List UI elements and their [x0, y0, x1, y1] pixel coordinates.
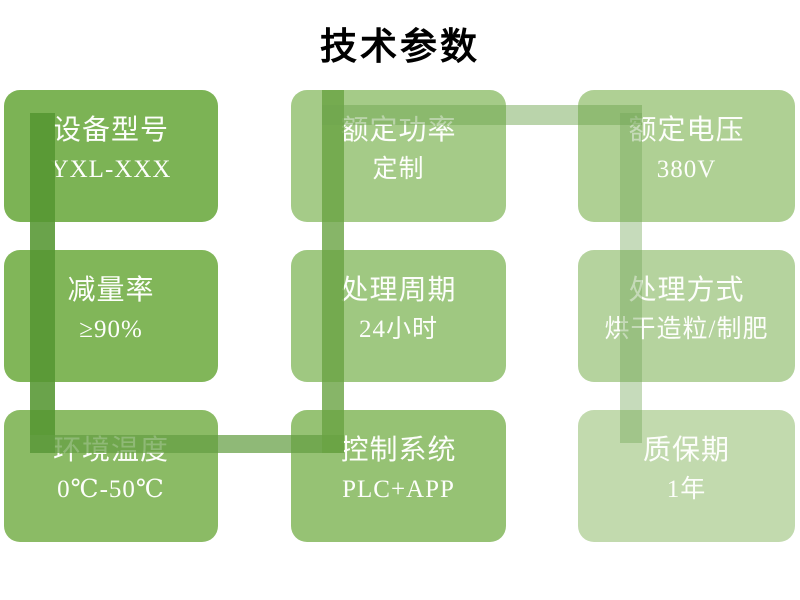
box-value: ≥90% — [79, 316, 143, 343]
connector-top-horizontal-band — [322, 105, 642, 125]
box-value: 定制 — [372, 156, 425, 183]
box-warranty: 质保期 1年 — [578, 410, 795, 542]
box-label: 减量率 — [67, 275, 155, 306]
box-rated-voltage: 额定电压 380V — [578, 90, 795, 222]
connector-left-vertical-stripe — [30, 113, 55, 453]
box-value: 1年 — [666, 476, 707, 503]
box-value: PLC+APP — [342, 476, 455, 503]
box-label: 处理周期 — [340, 275, 457, 306]
box-label: 质保期 — [642, 435, 730, 466]
box-value: YXL-XXX — [50, 156, 172, 183]
connector-middle-vertical-stripe — [322, 90, 344, 453]
box-value: 0℃-50℃ — [57, 476, 165, 503]
connector-bottom-horizontal-band — [30, 435, 344, 453]
box-processing-method: 处理方式 烘干造粒/制肥 — [578, 250, 795, 382]
box-value: 烘干造粒/制肥 — [604, 316, 769, 343]
box-label: 额定电压 — [628, 115, 745, 146]
page-title: 技术参数 — [320, 26, 480, 67]
box-value: 380V — [656, 156, 717, 183]
box-label: 设备型号 — [52, 115, 169, 146]
connector-right-vertical-stripe — [620, 113, 642, 443]
box-label: 控制系统 — [340, 435, 457, 466]
box-value: 24小时 — [358, 316, 438, 343]
box-label: 处理方式 — [628, 275, 745, 306]
box-label: 额定功率 — [340, 115, 457, 146]
